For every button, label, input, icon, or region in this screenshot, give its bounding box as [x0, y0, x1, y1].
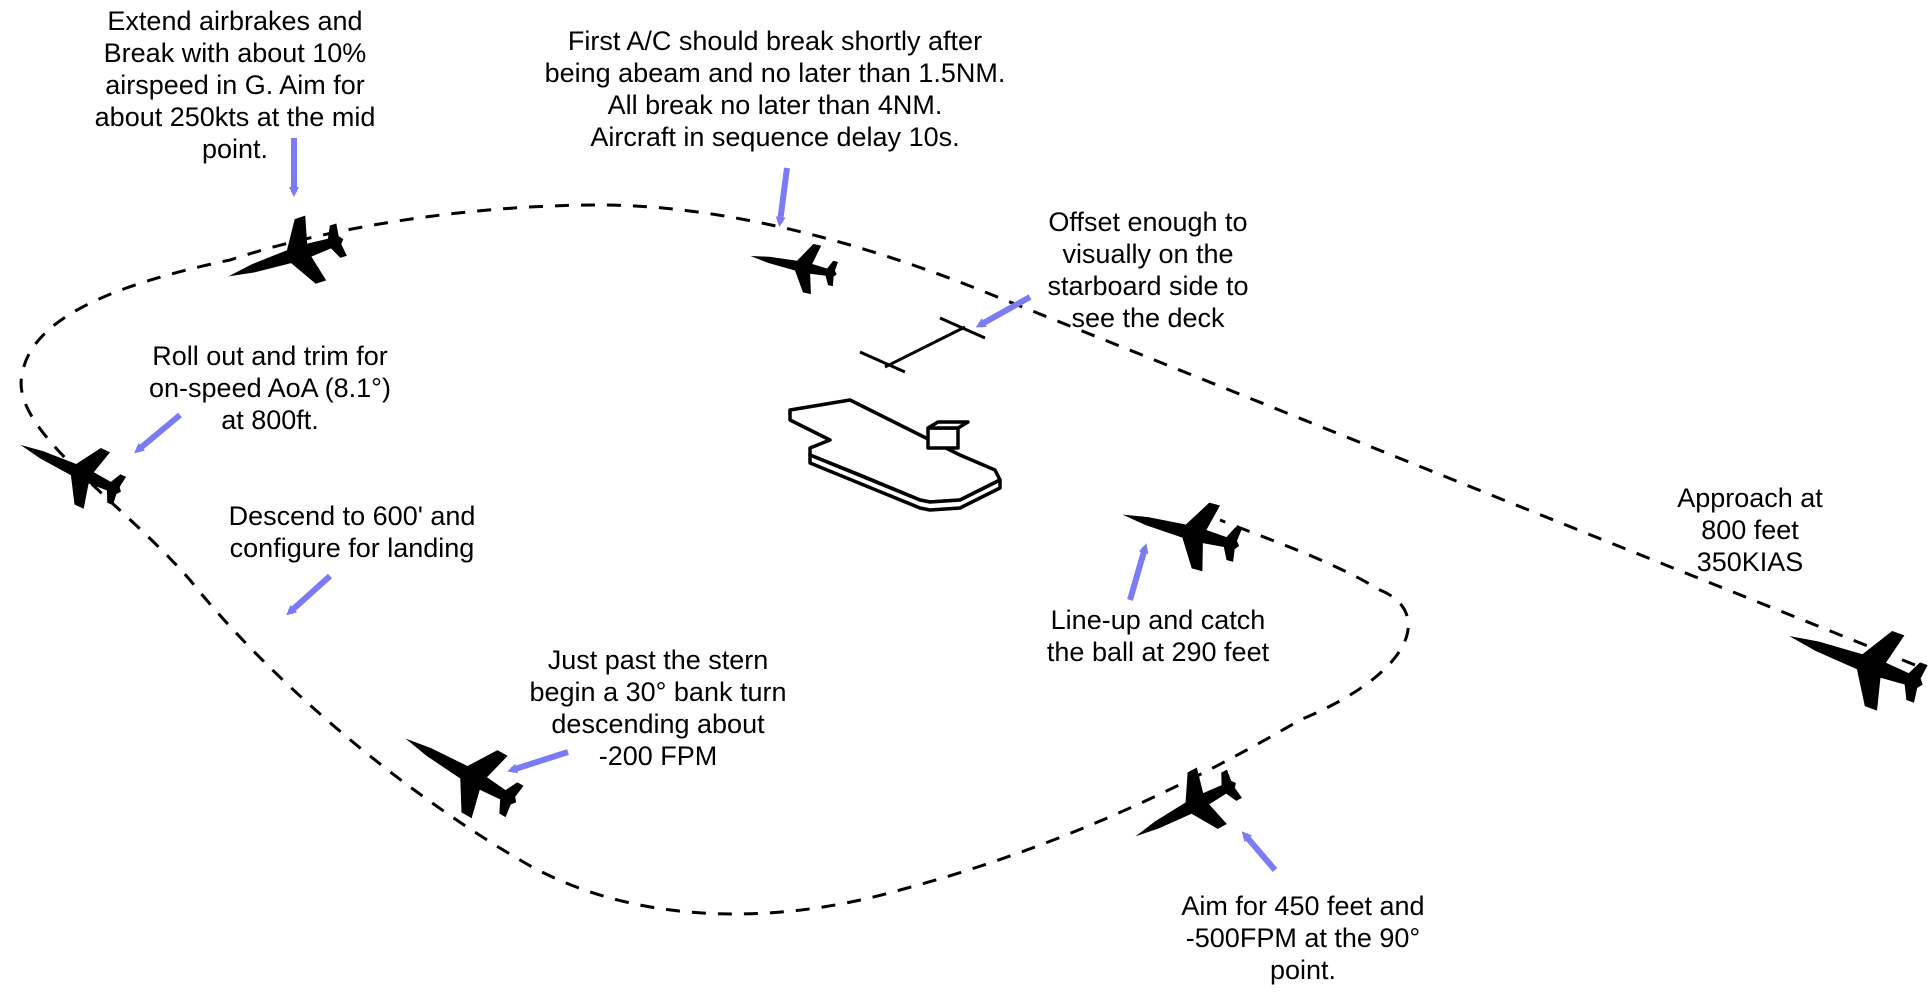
note-break: Extend airbrakes and Break with about 10… — [94, 6, 376, 164]
note-rollout: Roll out and trim for on-speed AoA (8.1°… — [149, 341, 391, 435]
note-stern: Just past the stern begin a 30° bank tur… — [529, 645, 787, 771]
jet-icon — [387, 707, 535, 834]
carrier-icon — [788, 398, 1002, 512]
jet-icon — [1120, 754, 1251, 865]
note-descend: Descend to 600' and configure for landin… — [228, 501, 476, 563]
arrow-icon — [134, 138, 1278, 872]
jet-icon — [217, 206, 354, 309]
note-first-ac: First A/C should break shortly after bei… — [544, 26, 1006, 152]
note-approach: Approach at 800 feet 350KIAS — [1677, 483, 1823, 577]
note-lineup: Line-up and catch the ball at 290 feet — [1046, 605, 1270, 667]
abeam-marker — [859, 316, 986, 374]
jet-icon — [1113, 481, 1248, 579]
note-aim90: Aim for 450 feet and -500FPM at the 90° … — [1181, 891, 1425, 985]
jet-icon — [745, 231, 842, 299]
note-offset: Offset enough to visually on the starboa… — [1047, 207, 1249, 333]
pattern-path — [19, 203, 1916, 916]
